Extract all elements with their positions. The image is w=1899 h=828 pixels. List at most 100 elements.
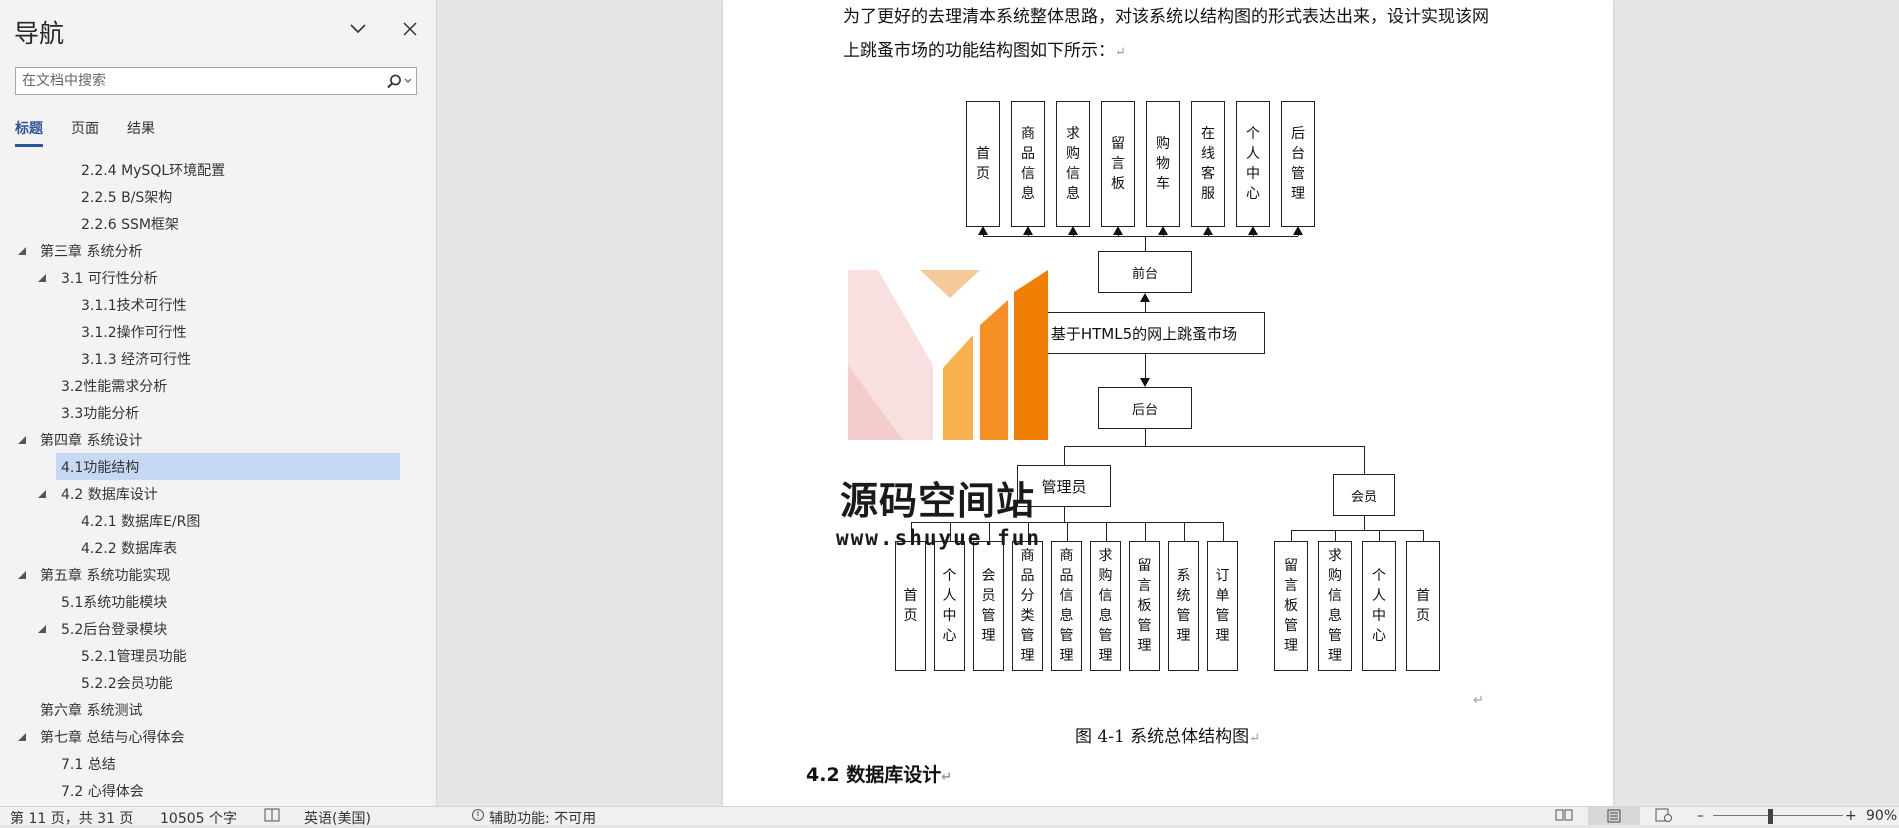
proofing-icon[interactable] — [264, 808, 280, 826]
module-label: 商品信息 — [1021, 126, 1035, 202]
module-label: 会员管理 — [981, 568, 996, 644]
collapse-triangle-icon[interactable] — [18, 571, 26, 579]
nav-heading-label: 7.1 总结 — [61, 756, 116, 773]
tab-results[interactable]: 结果 — [127, 121, 155, 137]
collapse-triangle-icon[interactable] — [38, 625, 46, 633]
nav-heading-item[interactable]: 第七章 总结与心得体会 — [0, 723, 437, 750]
nav-heading-item[interactable]: 3.2性能需求分析 — [0, 372, 437, 399]
language-indicator[interactable]: 英语(美国) — [304, 811, 371, 827]
member-module-box: 首页 — [1406, 541, 1440, 671]
word-count[interactable]: 10505 个字 — [160, 811, 237, 827]
status-bar: 第 11 页，共 31 页 10505 个字 英语(美国) 辅助功能: 不可用 … — [0, 806, 1899, 827]
print-layout-icon[interactable] — [1588, 807, 1640, 825]
nav-heading-item[interactable]: 4.2.2 数据库表 — [0, 534, 437, 561]
web-layout-icon[interactable] — [1655, 808, 1673, 826]
accessibility-status[interactable]: 辅助功能: 不可用 — [489, 811, 597, 827]
nav-heading-item[interactable]: 3.1.1技术可行性 — [0, 291, 437, 318]
connector-line — [1364, 516, 1365, 530]
arrow-icon — [1248, 226, 1258, 235]
arrow-icon — [1068, 226, 1078, 235]
nav-heading-item[interactable]: 3.1.2操作可行性 — [0, 318, 437, 345]
connector-line — [1291, 530, 1423, 531]
front-module-box: 个人中心 — [1236, 101, 1270, 227]
module-label: 后台管理 — [1291, 126, 1305, 202]
nav-heading-item[interactable]: 4.1功能结构 — [56, 453, 400, 480]
nav-heading-item[interactable]: 第五章 系统功能实现 — [0, 561, 437, 588]
nav-heading-item[interactable]: 5.1系统功能模块 — [0, 588, 437, 615]
connector-line — [949, 522, 951, 541]
collapse-triangle-icon[interactable] — [18, 247, 26, 255]
nav-heading-item[interactable]: 第三章 系统分析 — [0, 237, 437, 264]
connector-line — [1064, 446, 1364, 447]
page-count[interactable]: 第 11 页，共 31 页 — [10, 811, 134, 827]
connector-line — [1105, 522, 1107, 541]
arrow-icon — [1293, 226, 1303, 235]
nav-heading-item[interactable]: 7.2 心得体会 — [0, 777, 437, 804]
nav-heading-item[interactable]: 3.1 可行性分析 — [0, 264, 437, 291]
nav-heading-item[interactable]: 5.2后台登录模块 — [0, 615, 437, 642]
nav-heading-item[interactable]: 第四章 系统设计 — [0, 426, 437, 453]
connector-line — [1291, 530, 1292, 541]
system-root-box: 基于HTML5的网上跳蚤市场 — [1023, 312, 1265, 354]
chevron-down-icon — [350, 24, 366, 34]
nav-heading-item[interactable]: 2.2.5 B/S架构 — [0, 183, 437, 210]
nav-search-input[interactable] — [16, 73, 378, 89]
member-module-box: 留言板管理 — [1274, 541, 1308, 671]
nav-search-box — [15, 67, 417, 95]
nav-heading-item[interactable]: 4.2 数据库设计 — [0, 480, 437, 507]
nav-heading-item[interactable]: 第六章 系统测试 — [0, 696, 437, 723]
nav-heading-item[interactable]: 2.2.6 SSM框架 — [0, 210, 437, 237]
search-icon — [387, 74, 401, 88]
nav-search-button[interactable] — [378, 68, 416, 94]
module-label: 个人中心 — [942, 568, 957, 644]
tab-pages[interactable]: 页面 — [71, 121, 99, 137]
admin-module-box: 商品分类管理 — [1012, 541, 1043, 671]
zoom-in-button[interactable]: + — [1845, 808, 1857, 824]
collapse-triangle-icon[interactable] — [18, 733, 26, 741]
admin-module-box: 首页 — [895, 541, 926, 671]
nav-heading-label: 3.1.1技术可行性 — [81, 297, 187, 314]
connector-line — [1027, 522, 1029, 541]
box-label: 前台 — [1131, 266, 1158, 282]
connector-line — [1379, 530, 1380, 541]
module-label: 求购信息管理 — [1328, 548, 1342, 664]
connector-line — [1364, 446, 1365, 474]
nav-heading-item[interactable]: 3.1.3 经济可行性 — [0, 345, 437, 372]
arrow-icon — [1140, 293, 1150, 302]
paragraph-text: 上跳蚤市场的功能结构图如下所示： — [843, 41, 1115, 61]
nav-options-button[interactable] — [343, 14, 373, 44]
nav-heading-item[interactable]: 7.1 总结 — [0, 750, 437, 777]
module-label: 在线客服 — [1201, 126, 1215, 202]
zoom-level[interactable]: 90% — [1866, 808, 1898, 824]
module-label: 首页 — [1416, 588, 1430, 624]
front-module-box: 购物车 — [1146, 101, 1180, 227]
nav-heading-label: 3.2性能需求分析 — [61, 378, 168, 395]
accessibility-icon[interactable] — [470, 808, 486, 826]
admin-box: 管理员 — [1017, 465, 1111, 507]
zoom-slider-thumb[interactable] — [1768, 809, 1773, 824]
arrow-icon — [1140, 378, 1150, 387]
nav-heading-item[interactable]: 3.3功能分析 — [0, 399, 437, 426]
nav-heading-item[interactable]: 5.2.1管理员功能 — [0, 642, 437, 669]
nav-heading-label: 2.2.6 SSM框架 — [81, 216, 179, 233]
connector-line — [988, 522, 990, 541]
zoom-out-button[interactable]: – — [1697, 808, 1704, 824]
collapse-triangle-icon[interactable] — [38, 274, 46, 282]
collapse-triangle-icon[interactable] — [38, 490, 46, 498]
nav-heading-label: 3.1.3 经济可行性 — [81, 351, 192, 368]
nav-heading-item[interactable]: 5.2.2会员功能 — [0, 669, 437, 696]
module-label: 商品信息管理 — [1059, 548, 1074, 664]
arrow-icon — [1023, 226, 1033, 235]
nav-close-button[interactable] — [395, 14, 425, 44]
nav-heading-item[interactable]: 4.2.1 数据库E/R图 — [0, 507, 437, 534]
tab-headings[interactable]: 标题 — [15, 118, 43, 147]
nav-heading-label: 5.2.2会员功能 — [81, 675, 173, 692]
front-module-box: 留言板 — [1101, 101, 1135, 227]
collapse-triangle-icon[interactable] — [18, 436, 26, 444]
nav-heading-label: 7.2 心得体会 — [61, 783, 144, 800]
nav-heading-item[interactable]: 2.2.4 MySQL环境配置 — [0, 156, 437, 183]
read-mode-icon[interactable] — [1555, 808, 1573, 826]
zoom-slider-track[interactable] — [1713, 815, 1843, 816]
nav-heading-label: 4.2.1 数据库E/R图 — [81, 513, 201, 530]
